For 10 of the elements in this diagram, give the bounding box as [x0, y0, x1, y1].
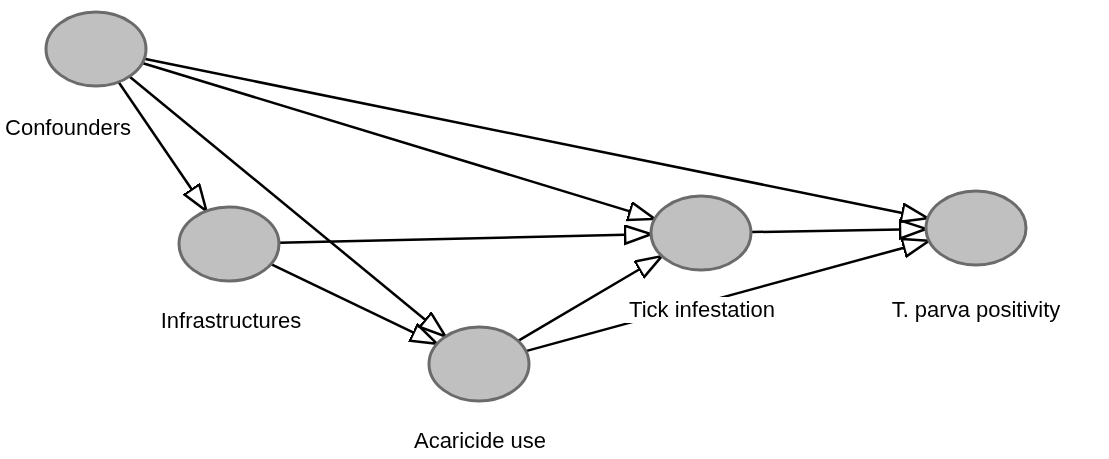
arrow	[128, 75, 447, 338]
node-ellipse	[44, 10, 148, 88]
node-ellipse	[427, 325, 531, 403]
arrow	[270, 263, 439, 346]
node-ellipse	[924, 189, 1028, 267]
arrow	[141, 61, 656, 222]
arrow	[117, 81, 208, 213]
node-ellipse	[649, 194, 753, 272]
node-ellipse	[177, 205, 281, 283]
arrow	[517, 254, 664, 342]
